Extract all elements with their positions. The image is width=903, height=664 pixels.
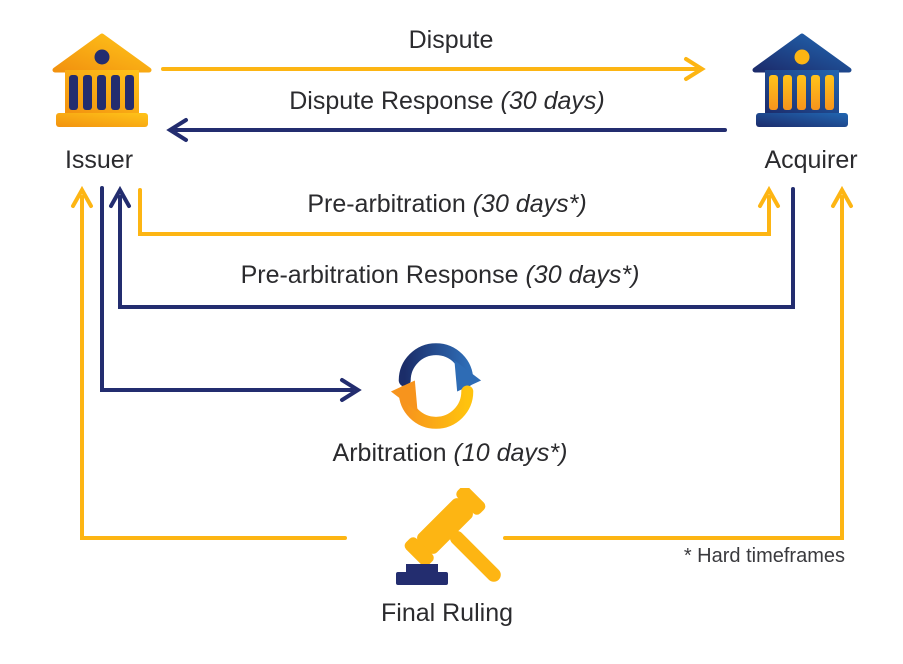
pre-arbitration-arrow (138, 185, 780, 236)
final-ruling-to-acquirer-arrow (503, 185, 853, 540)
pre-arbitration-label: Pre-arbitration(30 days*) (307, 190, 587, 218)
issuer-to-arbitration-arrow (100, 186, 362, 402)
dispute-response-label: Dispute Response(30 days) (289, 87, 605, 115)
issuer-label: Issuer (64, 146, 134, 174)
arbitration-cycle-arrows-icon (390, 340, 482, 432)
issuer-bank-icon (52, 33, 152, 130)
dispute-arrow (161, 57, 706, 81)
acquirer-label: Acquirer (764, 146, 858, 174)
pre-arbitration-response-arrow (109, 185, 795, 309)
dispute-label: Dispute (408, 26, 494, 54)
hard-timeframes-footnote: * Hard timeframes (683, 545, 845, 567)
final-ruling-label: Final Ruling (380, 599, 514, 627)
final-ruling-gavel-icon (388, 488, 508, 588)
pre-arbitration-response-label: Pre-arbitration Response(30 days*) (240, 261, 640, 289)
final-ruling-to-issuer-arrow (71, 185, 347, 540)
arbitration-label: Arbitration(10 days*) (332, 439, 568, 467)
dispute-response-arrow (166, 118, 727, 142)
acquirer-bank-icon (752, 33, 852, 130)
